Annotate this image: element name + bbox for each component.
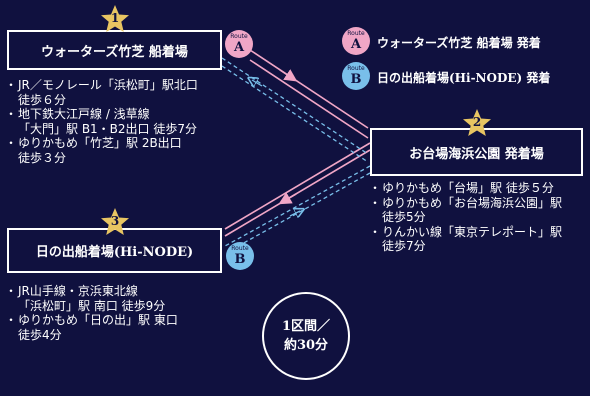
- legend-route-b-text: 日の出船着場(Hi-NODE) 発着: [377, 71, 551, 85]
- station-2-name: お台場海浜公園 発着場: [409, 146, 544, 162]
- route-b-badge-letter: B: [234, 252, 246, 267]
- legend-route-b-icon: Route B: [342, 62, 370, 90]
- route-a-line-2-3-back: [224, 149, 371, 237]
- station-1-name: ウォーターズ竹芝 船着場: [41, 44, 188, 60]
- route-b-line-1-2-a: [221, 57, 369, 155]
- access-item: JR山手線・京浜東北線「浜松町」駅 南口 徒歩9分: [5, 284, 178, 313]
- station-2-star-icon: 2: [462, 108, 492, 138]
- route-a-arrow-2-3: [278, 192, 297, 205]
- legend-route-a-text: ウォーターズ竹芝 船着場 発着: [377, 36, 541, 50]
- route-a-line-1-2-back: [249, 59, 369, 139]
- route-a-line-2-3-out: [224, 142, 371, 230]
- station-1-box: ウォーターズ竹芝 船着場: [7, 30, 222, 70]
- access-item: 地下鉄大江戸線 / 浅草線「大門」駅 B1・B2出口 徒歩7分: [5, 107, 198, 136]
- legend-route-a-icon: Route A: [342, 27, 370, 55]
- legend-route-b-small: Route: [347, 65, 365, 72]
- interval-line-1: 1区間／: [281, 319, 331, 334]
- route-b-line-2-3-a: [224, 165, 371, 247]
- station-2-number: 2: [472, 115, 482, 129]
- route-b-badge-small: Route: [231, 245, 249, 252]
- access-list-station-3: JR山手線・京浜東北線「浜松町」駅 南口 徒歩9分 ゆりかもめ「日の出」駅 東口…: [5, 284, 178, 342]
- route-a-badge-small: Route: [230, 33, 248, 40]
- interval-circle: 1区間／ 約30分: [262, 292, 350, 380]
- station-1-star-icon: 1: [100, 4, 130, 34]
- route-b-arrow-1-2: [252, 80, 263, 86]
- legend-route-b-letter: B: [350, 72, 362, 87]
- station-1-number: 1: [110, 11, 120, 25]
- interval-line-2: 約30分: [283, 338, 329, 353]
- route-b-line-2-3-b: [239, 172, 371, 246]
- legend-route-a-small: Route: [347, 30, 365, 37]
- route-b-badge-icon: Route B: [226, 242, 254, 270]
- route-a-badge-letter: A: [233, 40, 245, 55]
- route-b-arrow-2-3: [289, 211, 300, 216]
- route-a-arrow-1-2: [279, 69, 298, 82]
- route-a-line-1-2-out: [249, 49, 369, 129]
- access-item: ゆりかもめ「台場」駅 徒歩５分: [369, 181, 562, 196]
- station-3-name: 日の出船着場(Hi-NODE): [35, 245, 194, 260]
- legend-route-a-letter: A: [350, 37, 362, 52]
- station-3-star-icon: 3: [100, 207, 130, 237]
- station-3-box: 日の出船着場(Hi-NODE): [7, 228, 222, 273]
- station-3-number: 3: [110, 214, 120, 228]
- route-a-badge-icon: Route A: [225, 30, 253, 58]
